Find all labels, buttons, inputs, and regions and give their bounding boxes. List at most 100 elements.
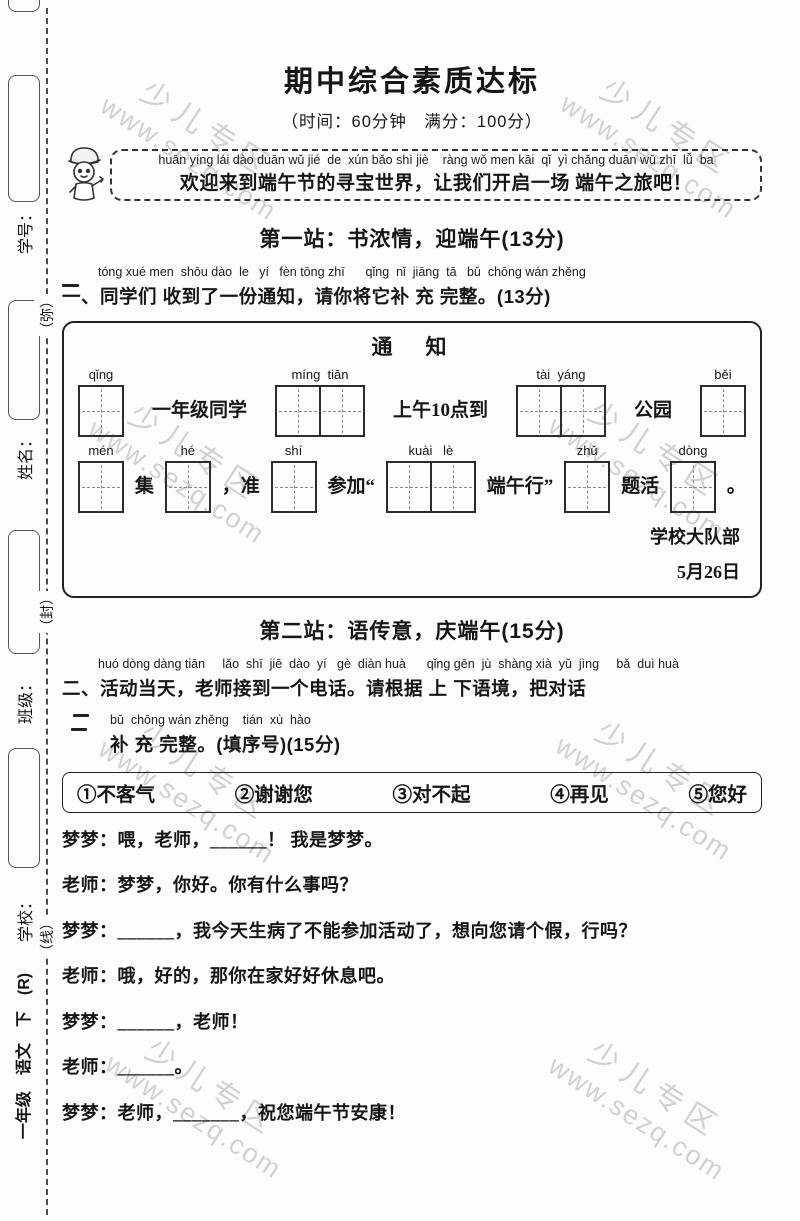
- page-subtitle: （时间：60分钟 满分：100分）: [281, 113, 543, 131]
- notice-title: 通 知: [371, 335, 453, 359]
- notice-box: 通 知 qǐng 一年级同学 míng tiān 上午10点到 tài yáng 公园 bě…: [62, 321, 762, 598]
- fold-mark: [62, 284, 79, 287]
- notice-answer-slot: mén: [78, 443, 124, 513]
- answer-option: ④再见: [550, 785, 609, 806]
- pinyin-label: tài yáng: [536, 367, 586, 382]
- school-box: [8, 748, 40, 868]
- student-name-box: [8, 300, 40, 420]
- tianzige-box: [78, 385, 124, 437]
- pinyin-label: hé: [180, 443, 196, 458]
- notice-text: 上午10点到: [392, 400, 488, 421]
- pinyin-label: dòng: [678, 443, 708, 458]
- tianzige-group: [515, 385, 606, 437]
- tianzige-group: [270, 461, 317, 513]
- tianzige-group: [564, 461, 611, 513]
- welcome-banner-row: huān yíng lái dào duān wǔ jié de xún bǎo…: [62, 144, 762, 206]
- answer-options-box: ①不客气 ②谢谢您 ③对不起 ④再见 ⑤您好: [62, 772, 762, 813]
- school-label: 学校：: [18, 893, 35, 943]
- tianzige-group: [164, 461, 211, 513]
- tianzige-box: [385, 461, 432, 513]
- notice-answer-slot: běi: [699, 367, 746, 437]
- notice-answer-slot: qǐng: [78, 367, 124, 437]
- notice-text: 一年级同学: [151, 400, 247, 421]
- notice-text: 参加“: [327, 476, 375, 497]
- pinyin-label: běi: [714, 367, 732, 382]
- tianzige-box: [669, 461, 716, 513]
- exam-paper: 期中综合素质达标 （时间：60分钟 满分：100分） huān yíng lái…: [62, 0, 762, 1135]
- tianzige-group: [669, 461, 716, 513]
- tianzige-box: [699, 385, 746, 437]
- q2-text-line2: 补 充 完整。(填序号)(15分): [110, 734, 341, 755]
- notice-answer-slot: zhǔ: [564, 443, 611, 513]
- notice-answer-slot: dòng: [669, 443, 716, 513]
- tianzige-box: [78, 461, 124, 513]
- notice-text: 端午行”: [486, 476, 554, 497]
- notice-signer: 学校大队部: [650, 527, 740, 547]
- welcome-speech-bubble: huān yíng lái dào duān wǔ jié de xún bǎo…: [110, 149, 762, 201]
- student-id-box: [8, 75, 40, 202]
- q2-text-line1: 二、活动当天，老师接到一个电话。请根据 上 下语境，把对话: [62, 678, 587, 699]
- section2-heading: 第二站：语传意，庆端午(15分): [259, 620, 565, 643]
- notice-answer-slot: kuài lè: [385, 443, 476, 513]
- notice-line-1: qǐng 一年级同学 míng tiān 上午10点到 tài yáng 公园 běi: [78, 367, 746, 437]
- tianzige-group: [699, 385, 746, 437]
- q1-text: 一、同学们 收到了一份通知，请你将它补 充 完整。(13分): [62, 286, 551, 307]
- dialogue-line: 老师：______。: [62, 1057, 193, 1078]
- tianzige-box: [274, 385, 321, 437]
- dialogue-line: 梦梦：______，我今天生病了不能参加活动了，想向您请个假，行吗？: [62, 920, 637, 941]
- tianzige-group: [78, 385, 124, 437]
- notice-text: ，准: [221, 476, 260, 497]
- q2-pinyin-line2: bǔ chōng wán zhěng tián xù hào: [110, 713, 311, 727]
- fold-mark: [73, 714, 89, 717]
- answer-option: ③对不起: [392, 785, 471, 806]
- banner-pinyin: huān yíng lái dào duān wǔ jié de xún bǎo…: [158, 153, 714, 167]
- dialogue-line: 梦梦：喂，老师，______！ 我是梦梦。: [62, 829, 383, 850]
- notice-text: 。: [726, 476, 746, 497]
- notice-date: 5月26日: [677, 562, 740, 582]
- tianzige-group: [385, 461, 476, 513]
- notice-answer-slot: tài yáng: [515, 367, 606, 437]
- notice-answer-slot: míng tiān: [274, 367, 365, 437]
- tianzige-box: [270, 461, 317, 513]
- section1-heading: 第一站：书浓情，迎端午(13分): [259, 228, 565, 251]
- q1-pinyin: tóng xué men shōu dào le yí fèn tōng zhī…: [98, 265, 586, 279]
- notice-text: 集: [134, 476, 154, 497]
- page-title: 期中综合素质达标: [283, 66, 540, 98]
- answer-option: ⑤您好: [688, 785, 747, 806]
- student-field-box: [8, 0, 40, 12]
- tianzige-group: [274, 385, 365, 437]
- notice-answer-slot: shí: [270, 443, 317, 513]
- dialogue-line: 梦梦：______，老师！: [62, 1011, 249, 1032]
- class-label: 班级：: [18, 675, 35, 725]
- pinyin-label: míng tiān: [291, 367, 349, 382]
- seal-char-xian: （线）: [34, 916, 60, 958]
- pinyin-label: qǐng: [88, 367, 114, 382]
- notice-line-2: mén 集 hé ，准 shí 参加“ kuài lè 端午行” zhǔ 题活 dòng 。: [78, 443, 746, 513]
- cartoon-kid-icon: [68, 147, 104, 201]
- tianzige-box: [559, 385, 606, 437]
- seal-char-feng: （封）: [34, 591, 60, 633]
- pinyin-label: zhǔ: [576, 443, 598, 458]
- dialogue-line: 老师：哦，好的，那你在家好好休息吧。: [62, 966, 395, 987]
- fold-mark: [71, 728, 87, 731]
- pinyin-label: shí: [284, 443, 303, 458]
- q2-pinyin-line1: huó dòng dàng tiān lǎo shī jiē dào yí gè…: [98, 657, 679, 671]
- notice-text: 公园: [633, 400, 672, 421]
- tianzige-box: [318, 385, 365, 437]
- notice-text: 题活: [621, 476, 660, 497]
- pinyin-label: kuài lè: [408, 443, 454, 458]
- seal-char-mi: （弥）: [34, 294, 60, 336]
- banner-text: 欢迎来到端午节的寻宝世界，让我们开启一场 端午之旅吧！: [179, 173, 693, 194]
- answer-option: ①不客气: [77, 785, 156, 806]
- tianzige-box: [429, 461, 476, 513]
- notice-answer-slot: hé: [164, 443, 211, 513]
- tianzige-box: [564, 461, 611, 513]
- tianzige-box: [164, 461, 211, 513]
- answer-option: ②谢谢您: [234, 785, 313, 806]
- pinyin-label: mén: [88, 443, 114, 458]
- tianzige-box: [515, 385, 562, 437]
- dialogue-line: 梦梦：老师，_______，祝您端午节安康！: [62, 1102, 406, 1123]
- tianzige-group: [78, 461, 124, 513]
- student-name-label: 姓名：: [18, 431, 35, 481]
- student-id-label: 学号：: [18, 205, 35, 255]
